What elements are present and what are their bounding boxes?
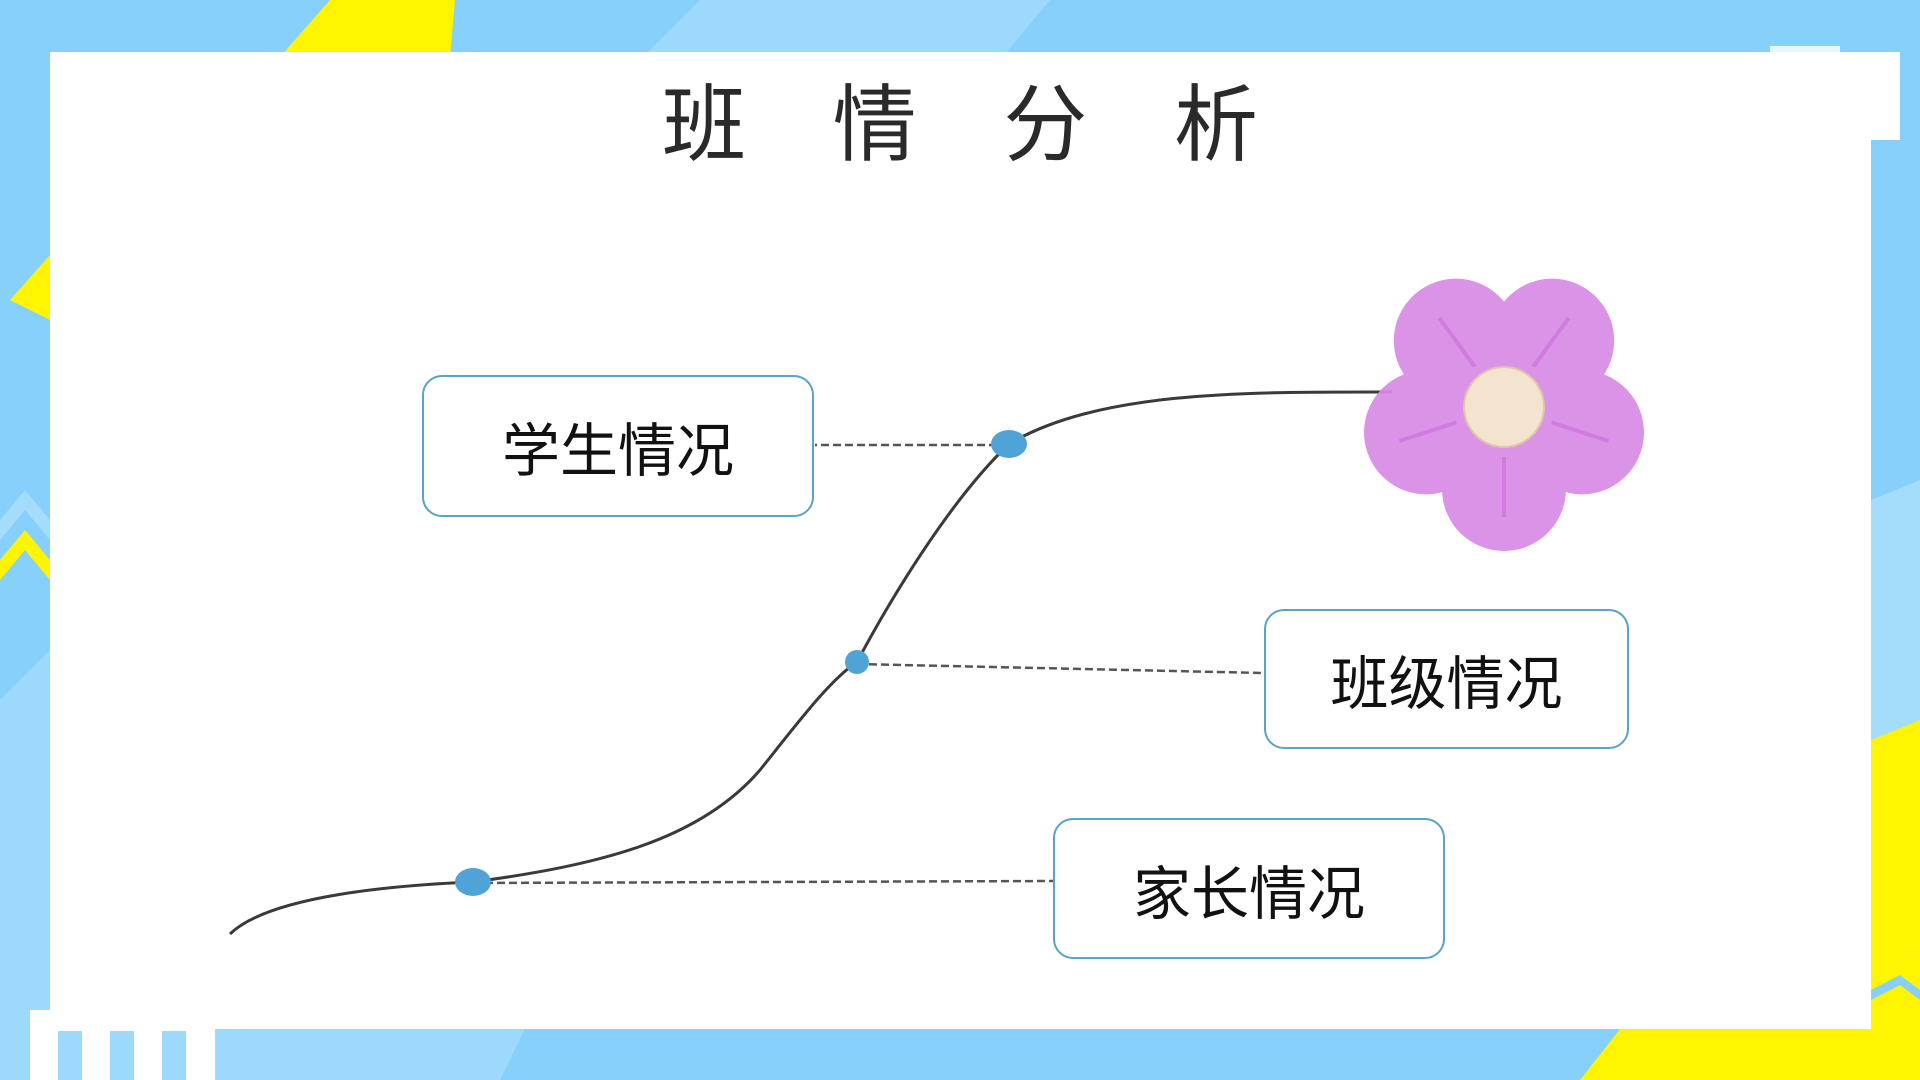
page-title: 班 情 分 析 (661, 76, 1289, 174)
content-panel (50, 52, 1871, 1029)
item-box-parents[interactable]: 家长情况 (1053, 818, 1445, 959)
flower-icon (1364, 278, 1644, 551)
timeline-dot-students (991, 430, 1027, 458)
item-label-class: 班级情况 (1330, 650, 1563, 718)
timeline-curve (228, 390, 1393, 936)
item-label-parents: 家长情况 (1132, 859, 1365, 928)
item-box-students[interactable]: 学生情况 (422, 375, 814, 517)
timeline-dot-parents (455, 868, 491, 896)
timeline-dot-class (845, 650, 869, 674)
connector-class (856, 662, 1264, 675)
item-box-class[interactable]: 班级情况 (1264, 609, 1629, 749)
connector-parents (472, 879, 1054, 885)
item-label-students: 学生情况 (501, 417, 734, 485)
